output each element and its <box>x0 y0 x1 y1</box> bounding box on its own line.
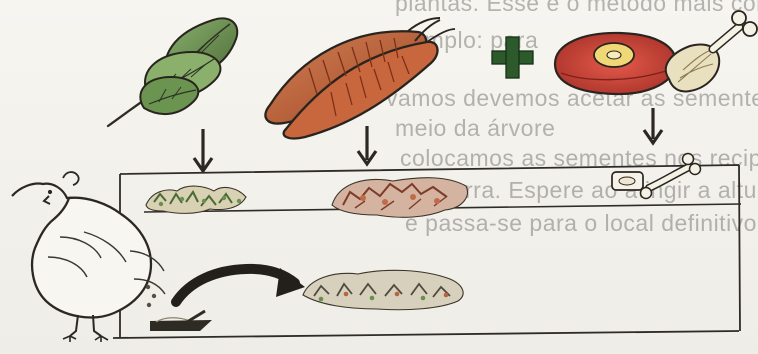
sweet-potato-peels-icon <box>265 18 455 138</box>
down-arrow-icon <box>194 129 212 171</box>
chopped-peels-pile-icon <box>332 178 467 218</box>
compost-mix-pile-icon <box>303 270 463 309</box>
downward-arrows <box>194 108 662 171</box>
chopped-leaves-pile-icon <box>146 186 246 213</box>
transfer-arrow-icon <box>176 268 305 302</box>
down-arrow-icon <box>358 126 376 164</box>
meat-and-bone-scraps-icon <box>612 154 701 199</box>
leaves-icon <box>108 18 237 126</box>
plus-icon <box>492 37 533 78</box>
compost-tray-icon <box>150 311 212 331</box>
down-arrow-icon <box>644 108 662 143</box>
meat-and-bone-icon <box>555 11 757 94</box>
hen-icon <box>12 172 165 342</box>
